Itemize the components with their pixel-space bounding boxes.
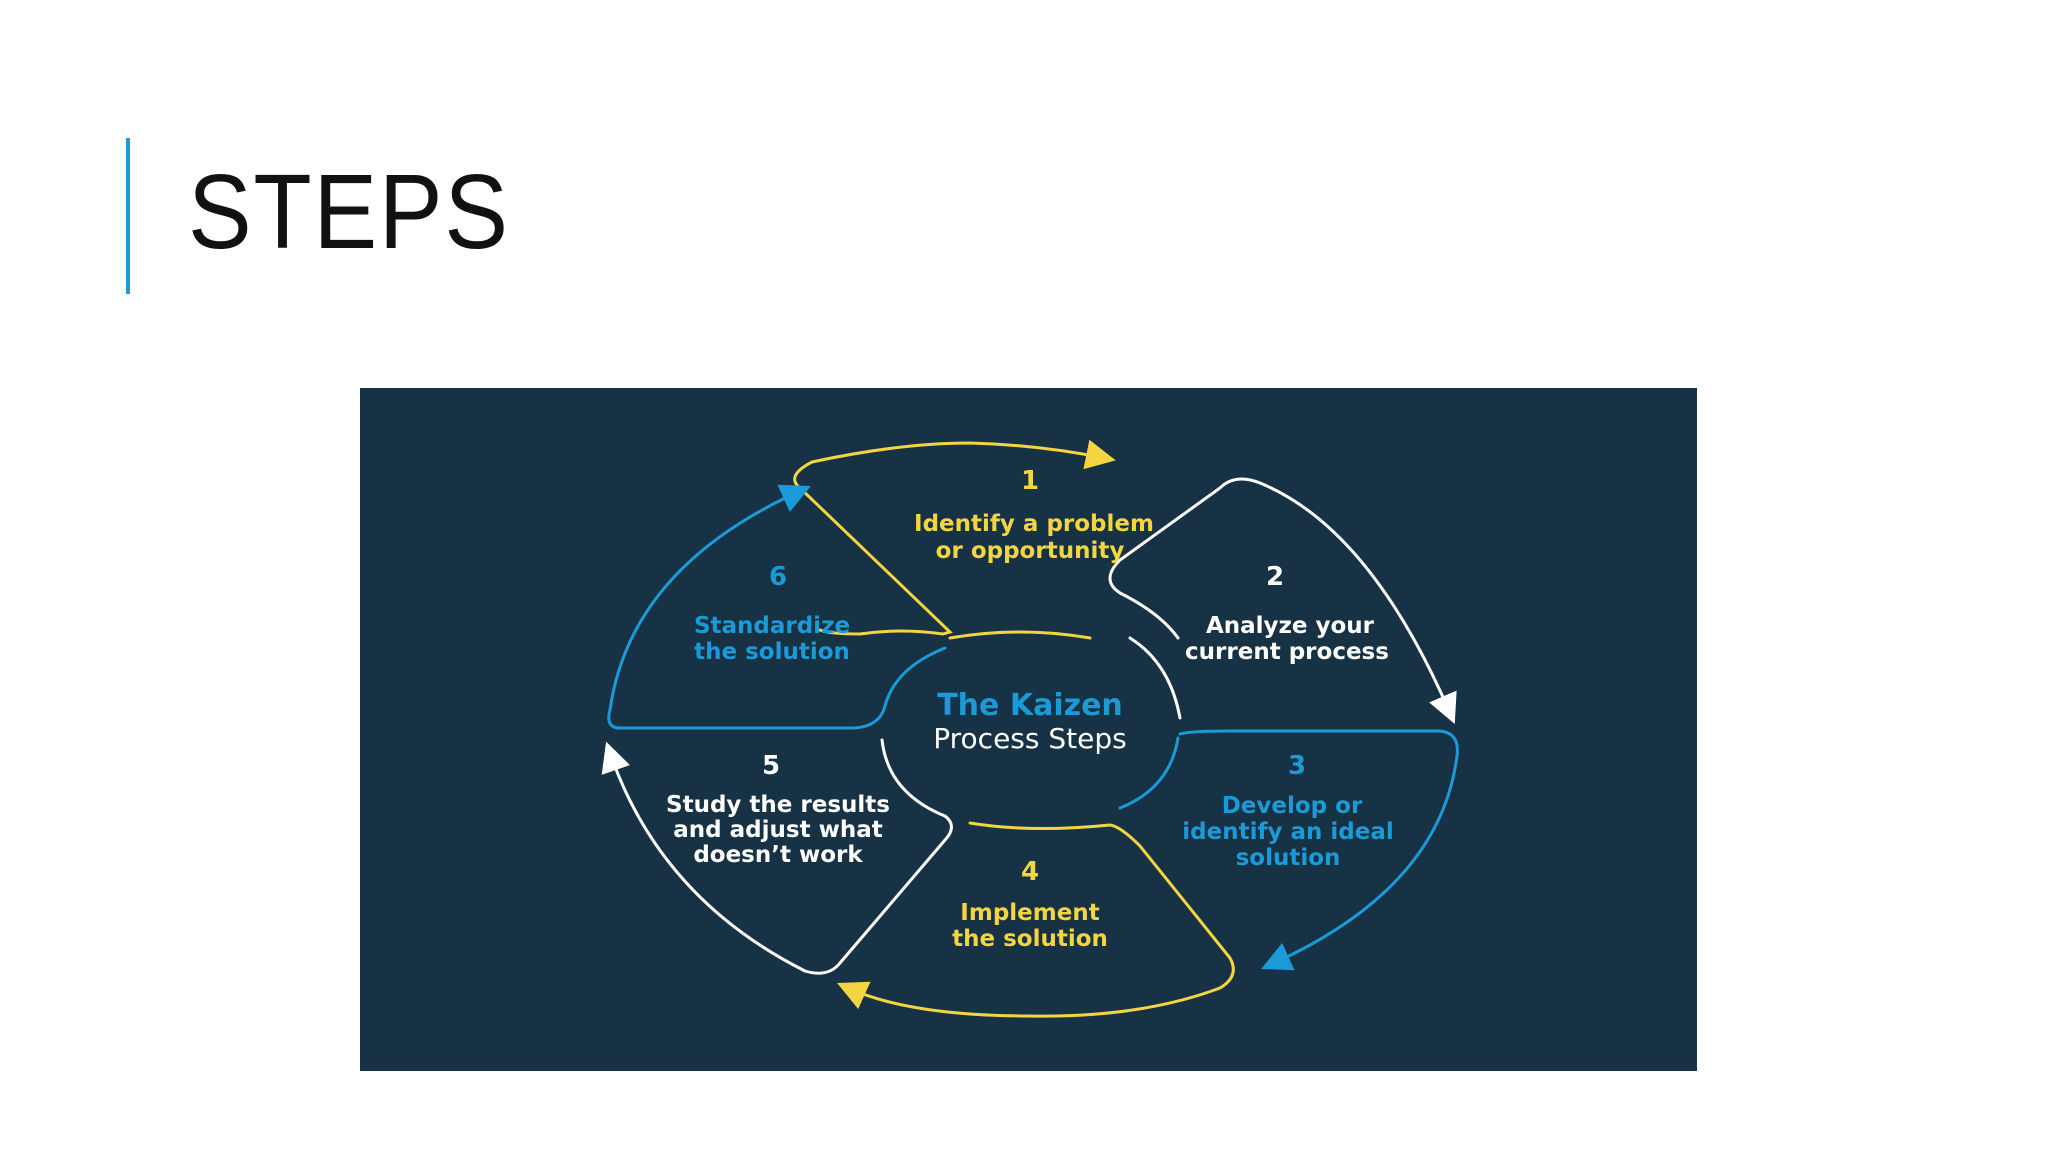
segment-6-outline: [607, 484, 947, 730]
step-1-text-line-2: or opportunity: [936, 538, 1125, 564]
step-3-text-line-1: Develop or: [1222, 793, 1363, 819]
segment-1-outline: [793, 439, 1116, 636]
slide-title: STEPS: [188, 153, 510, 271]
step-5-number: 5: [762, 751, 780, 781]
step-3-number: 3: [1288, 751, 1306, 781]
step-4-text-line-1: Implement: [960, 900, 1099, 926]
step-6-number: 6: [769, 562, 787, 592]
segment-5-outline: [601, 738, 953, 975]
step-1-number: 1: [1021, 466, 1039, 496]
step-2-number: 2: [1266, 562, 1284, 592]
step-3-text-line-3: solution: [1236, 845, 1341, 871]
segment-1-inner-arc: [948, 630, 1092, 640]
step-4-text-line-2: the solution: [952, 926, 1108, 952]
center-subtitle: Process Steps: [933, 722, 1126, 755]
step-3-text-line-2: identify an ideal: [1182, 819, 1393, 845]
segment-2-inner-arc: [1128, 636, 1182, 720]
step-5-text-line-3: doesn’t work: [693, 842, 863, 868]
step-5-text-line-2: and adjust what: [673, 817, 882, 843]
step-2-text-line-1: Analyze your: [1206, 613, 1375, 639]
kaizen-diagram-panel: The Kaizen Process Steps 1 Identify a pr…: [360, 388, 1697, 1071]
segment-3-outline: [1178, 729, 1459, 971]
step-4-number: 4: [1021, 857, 1039, 887]
segment-2-outline: [1108, 477, 1457, 725]
title-accent-bar: [126, 138, 130, 294]
step-6-text-line-1: Standardize: [694, 613, 850, 639]
kaizen-cycle-diagram: The Kaizen Process Steps 1 Identify a pr…: [601, 439, 1459, 1018]
segment-4-outline: [837, 821, 1235, 1018]
step-1-text-line-1: Identify a problem: [914, 511, 1154, 537]
step-5-text-line-1: Study the results: [666, 792, 890, 818]
step-6-text-line-2: the solution: [694, 639, 850, 665]
center-title: The Kaizen: [937, 688, 1123, 723]
segment-3-inner-arc: [1118, 736, 1180, 810]
step-2-text-line-2: current process: [1185, 639, 1389, 665]
